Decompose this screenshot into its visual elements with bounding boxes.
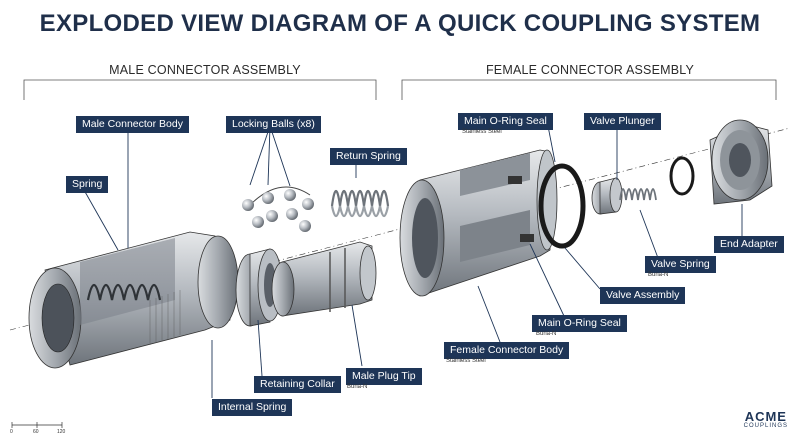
callout-main-oring-seal-bottom: Main O-Ring Seal bbox=[532, 315, 627, 332]
main-oring-seal-top-material: Stainless Steel bbox=[462, 129, 502, 135]
small-oring-part bbox=[669, 156, 695, 196]
female-section-bracket bbox=[401, 79, 777, 100]
female-connector-body-part bbox=[399, 149, 558, 297]
main-oring-seal-bottom-material: Buna-N bbox=[536, 331, 557, 337]
callout-valve-assembly: Valve Assembly bbox=[600, 287, 686, 304]
scale-label-120: 120 bbox=[57, 429, 66, 435]
callout-valve-spring: Valve Spring bbox=[645, 256, 716, 273]
brand-name: ACME bbox=[744, 409, 787, 424]
brand-subtitle: COUPLINGS bbox=[743, 423, 788, 429]
female-assembly-heading: FEMALE CONNECTOR ASSEMBLY bbox=[485, 63, 695, 77]
callout-female-connector-body: Female Connector Body bbox=[444, 342, 570, 359]
return-spring-part bbox=[330, 189, 390, 218]
callout-spring: Spring bbox=[66, 176, 109, 193]
main-oring-part bbox=[538, 163, 586, 249]
valve-plunger-part bbox=[591, 177, 623, 215]
retaining-collar-part bbox=[235, 248, 283, 327]
male-plug-tip-material: Buna-N bbox=[347, 384, 368, 390]
scale-label-60: 60 bbox=[33, 429, 39, 435]
end-adapter-part bbox=[709, 119, 773, 205]
callout-retaining-collar: Retaining Collar bbox=[254, 376, 341, 393]
male-assembly-heading: MALE CONNECTOR ASSEMBLY bbox=[109, 63, 301, 77]
male-plug-tip-part bbox=[271, 241, 377, 317]
callout-end-adapter: End Adapter bbox=[714, 236, 784, 253]
female-connector-body-material: Stainless Steel bbox=[446, 358, 486, 364]
valve-spring-material: Buna-N bbox=[648, 272, 669, 278]
callout-return-spring: Return Spring bbox=[330, 148, 407, 165]
diagram-title: EXPLODED VIEW DIAGRAM OF A QUICK COUPLIN… bbox=[39, 10, 761, 37]
callout-male-connector-body: Male Connector Body bbox=[76, 116, 189, 133]
male-connector-body-part bbox=[28, 231, 239, 369]
scale-label-0: 0 bbox=[10, 429, 13, 435]
callout-internal-spring: Internal Spring bbox=[212, 399, 293, 416]
scale-bar bbox=[11, 422, 63, 428]
locking-balls-part bbox=[242, 186, 314, 232]
valve-spring-part bbox=[619, 188, 657, 201]
callout-valve-plunger: Valve Plunger bbox=[584, 113, 661, 130]
callout-locking-balls: Locking Balls (x8) bbox=[226, 116, 321, 133]
callout-male-plug-tip: Male Plug Tip bbox=[346, 368, 422, 385]
brand-logo: ACME COUPLINGS bbox=[744, 410, 788, 429]
leader-lines bbox=[83, 125, 743, 398]
male-section-bracket bbox=[23, 79, 377, 100]
callout-main-oring-seal-top: Main O-Ring Seal bbox=[458, 113, 553, 130]
